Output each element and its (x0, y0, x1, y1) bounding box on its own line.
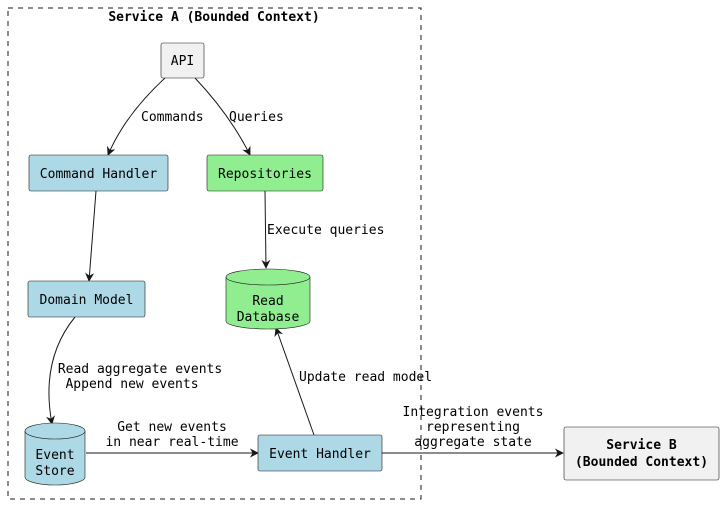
edge-repositories-to-readdb (261, 190, 271, 269)
read-database-label-line1: Read (252, 294, 283, 309)
label-representing: representing (426, 420, 520, 435)
edge-api-to-command-handler (107, 77, 166, 156)
event-handler-label: Event Handler (269, 447, 371, 462)
label-integration-events: Integration events (403, 405, 544, 420)
domain-model-node: Domain Model (27, 280, 146, 318)
edges (46, 77, 564, 458)
edge-domain-to-eventstore (46, 316, 76, 425)
label-execute-queries: Execute queries (267, 223, 384, 238)
label-update-read-model: Update read model (299, 370, 432, 385)
edge-eventhandler-to-readdb (274, 327, 315, 436)
label-read-aggregate-events: Read aggregate events (58, 362, 222, 377)
service-b-label-line1: Service B (606, 438, 677, 453)
event-handler-node: Event Handler (257, 434, 383, 472)
repositories-label: Repositories (218, 167, 312, 182)
api-node: API (160, 42, 205, 79)
repositories-node: Repositories (206, 154, 324, 192)
command-handler-node: Command Handler (28, 154, 169, 192)
label-append-new-events: Append new events (65, 377, 198, 392)
label-commands: Commands (141, 110, 204, 125)
edge-labels: Commands Queries Execute queries Read ag… (58, 110, 544, 450)
event-store-label-line1: Event (35, 448, 74, 463)
label-get-new-events: Get new events (117, 420, 227, 435)
command-handler-label: Command Handler (40, 167, 158, 182)
domain-model-label: Domain Model (40, 293, 134, 308)
service-b-label-line2: (Bounded Context) (575, 455, 708, 470)
label-queries: Queries (229, 110, 284, 125)
event-store-label-line2: Store (35, 464, 74, 479)
edge-api-to-repositories (194, 77, 251, 156)
edge-command-to-domain (85, 190, 97, 282)
read-database-node: Read Database (225, 268, 311, 330)
read-database-label-line2: Database (237, 310, 300, 325)
api-label: API (171, 54, 194, 69)
label-aggregate-state: aggregate state (414, 435, 532, 450)
service-a-title: Service A (Bounded Context) (108, 10, 319, 25)
service-a-boundary: Service A (Bounded Context) (7, 7, 422, 500)
service-b-node: Service B (Bounded Context) (563, 426, 720, 481)
event-store-node: Event Store (24, 422, 86, 486)
label-in-near-real-time: in near real-time (105, 435, 238, 450)
